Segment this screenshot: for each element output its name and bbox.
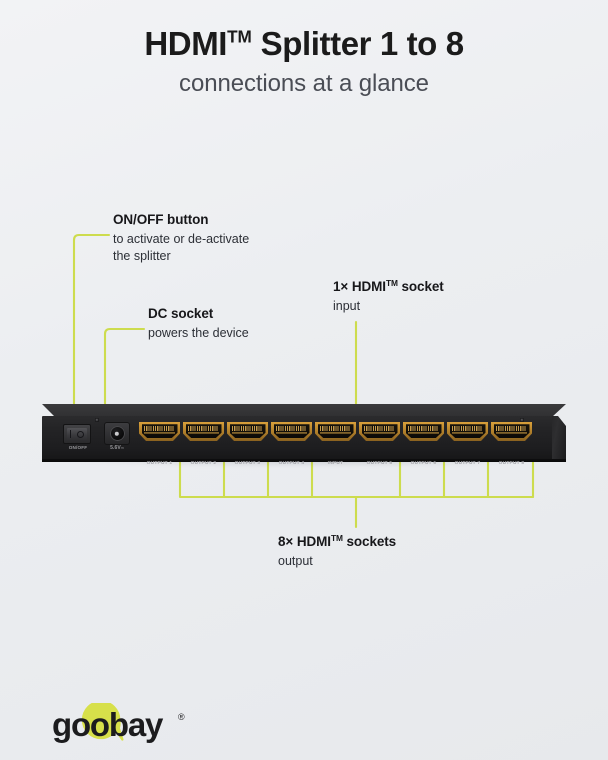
power-on-icon bbox=[69, 430, 72, 438]
callout-input-title-post: socket bbox=[397, 279, 444, 295]
trademark-symbol: TM bbox=[330, 533, 343, 543]
hdmi-port-pins bbox=[364, 426, 395, 432]
callout-output-title-pre: 8× HDMI bbox=[278, 534, 331, 550]
trademark-symbol: TM bbox=[227, 26, 252, 47]
dc-power-socket[interactable] bbox=[104, 422, 130, 445]
hdmi-port-output-6[interactable]: OUTPUT 6 bbox=[403, 422, 444, 466]
callout-dc-subtitle: powers the device bbox=[148, 325, 249, 340]
callout-onoff: ON/OFF button to activate or de-activate… bbox=[113, 212, 263, 265]
hdmi-port-output-1[interactable]: OUTPUT 1 bbox=[139, 422, 180, 466]
hdmi-port-output-8[interactable]: OUTPUT 8 bbox=[491, 422, 532, 466]
callout-hdmi-output: 8× HDMITM sockets output bbox=[278, 533, 396, 570]
callout-hdmi-input: 1× HDMITM socket input bbox=[333, 278, 444, 315]
power-switch[interactable] bbox=[63, 424, 91, 444]
hdmi-port-pins bbox=[232, 426, 263, 432]
device-top-face bbox=[42, 404, 566, 417]
hdmi-port-label-output-8: OUTPUT 8 bbox=[498, 461, 525, 466]
device-shadow bbox=[46, 458, 562, 467]
logo-registered-mark: ® bbox=[178, 712, 185, 722]
hdmi-port-label-output-7: OUTPUT 7 bbox=[454, 461, 481, 466]
callout-input-title-pre: 1× HDMI bbox=[333, 279, 386, 295]
callout-output-title-post: sockets bbox=[342, 534, 397, 550]
hdmi-port-pins bbox=[320, 426, 351, 432]
hdmi-port-output-7[interactable]: OUTPUT 7 bbox=[447, 422, 488, 466]
hdmi-port-output-2[interactable]: OUTPUT 2 bbox=[183, 422, 224, 466]
hdmi-port-tongue bbox=[452, 431, 483, 434]
logo-wordmark: goobay bbox=[52, 706, 164, 743]
hdmi-port-pins bbox=[496, 426, 527, 432]
hdmi-port-pins bbox=[276, 426, 307, 432]
callout-onoff-title: ON/OFF button bbox=[113, 212, 209, 227]
hdmi-port-tongue bbox=[496, 431, 527, 434]
screw-hole-left bbox=[95, 418, 99, 422]
header: HDMITM Splitter 1 to 8 connections at a … bbox=[0, 25, 608, 98]
dc-socket-pin bbox=[114, 431, 120, 436]
hdmi-port-pins bbox=[452, 426, 483, 432]
hdmi-port-tongue bbox=[144, 431, 175, 434]
hdmi-port-tongue bbox=[408, 431, 439, 434]
goobay-logo: goobay ® bbox=[50, 703, 220, 745]
hdmi-port-label-input: INPUT bbox=[327, 461, 344, 466]
logo-speech-bubble-icon bbox=[81, 703, 124, 741]
power-off-icon bbox=[77, 430, 85, 438]
hdmi-port-label-output-3: OUTPUT 3 bbox=[234, 461, 261, 466]
callout-dc-title: DC socket bbox=[148, 306, 214, 321]
hdmi-port-tongue bbox=[188, 431, 219, 434]
callout-dc-socket: DC socket powers the device bbox=[148, 306, 249, 342]
callout-output-title: 8× HDMITM sockets bbox=[278, 533, 396, 551]
hdmi-port-input[interactable]: INPUT bbox=[315, 422, 356, 466]
hdmi-port-label-output-6: OUTPUT 6 bbox=[410, 461, 437, 466]
callout-output-subtitle: output bbox=[278, 554, 313, 569]
leader-output-1 bbox=[178, 460, 535, 499]
hdmi-port-output-4[interactable]: OUTPUT 4 bbox=[271, 422, 312, 466]
screw-hole-right bbox=[520, 418, 524, 422]
hdmi-port-tongue bbox=[320, 431, 351, 434]
hdmi-port-label-output-5: OUTPUT 5 bbox=[366, 461, 393, 466]
hdmi-port-label-output-2: OUTPUT 2 bbox=[190, 461, 217, 466]
hdmi-port-label-output-1: OUTPUT 1 bbox=[146, 461, 173, 466]
hdmi-port-pins bbox=[188, 426, 219, 432]
power-switch-rocker[interactable] bbox=[67, 427, 87, 441]
callout-input-title: 1× HDMITM socket bbox=[333, 278, 444, 296]
leader-onoff bbox=[72, 233, 111, 426]
dc-socket-label: 5.6V⎓ bbox=[97, 445, 137, 451]
hdmi-port-tongue bbox=[364, 431, 395, 434]
hdmi-port-pins bbox=[408, 426, 439, 432]
dc-voltage-unit-icon: ⎓ bbox=[120, 446, 124, 450]
page-title-main: HDMI bbox=[144, 25, 228, 62]
callout-input-subtitle: input bbox=[333, 299, 361, 314]
hdmi-port-output-3[interactable]: OUTPUT 3 bbox=[227, 422, 268, 466]
trademark-symbol: TM bbox=[385, 278, 398, 288]
hdmi-port-pins bbox=[144, 426, 175, 432]
hdmi-port-label-output-4: OUTPUT 4 bbox=[278, 461, 305, 466]
hdmi-port-output-5[interactable]: OUTPUT 5 bbox=[359, 422, 400, 466]
page-title: HDMITM Splitter 1 to 8 bbox=[0, 25, 608, 63]
hdmi-port-tongue bbox=[232, 431, 263, 434]
callout-onoff-subtitle: to activate or de-activate the splitter bbox=[113, 231, 250, 264]
page-subtitle: connections at a glance bbox=[179, 69, 429, 97]
page-title-rest: Splitter 1 to 8 bbox=[251, 25, 464, 62]
device-base-edge bbox=[42, 459, 566, 462]
power-switch-label: ON/OFF bbox=[68, 445, 88, 450]
hdmi-port-tongue bbox=[276, 431, 307, 434]
dc-socket-barrel bbox=[109, 426, 125, 441]
dc-voltage-value: 5.6V bbox=[110, 445, 121, 451]
hdmi-splitter-device: ON/OFF 5.6V⎓ OUTPUT 1 OUTPUT 2 OUTPUT 3 OUT… bbox=[42, 404, 566, 466]
